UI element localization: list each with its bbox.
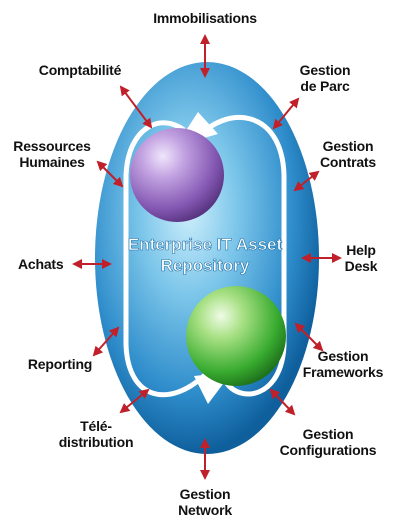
arrow-gestion-frameworks — [294, 322, 324, 352]
center-title-line2: Repository — [161, 256, 250, 275]
label-gestion-de-parc: Gestion de Parc — [299, 62, 351, 94]
arrow-gestion-de-parc — [272, 97, 300, 130]
green-sphere — [186, 286, 286, 386]
label-gestion-frameworks: Gestion Frameworks — [302, 348, 384, 380]
arrow-ressources-humaines — [96, 160, 124, 188]
label-ressources-humaines: Ressources Humaines — [13, 138, 91, 170]
arrow-gestion-configurations — [269, 388, 296, 416]
purple-sphere — [130, 128, 224, 222]
arrow-reporting — [92, 326, 120, 357]
label-reporting: Reporting — [27, 356, 93, 372]
label-comptabilite: Comptabilité — [38, 62, 122, 78]
label-help-desk: Help Desk — [344, 242, 378, 274]
label-immobilisations: Immobilisations — [153, 10, 257, 26]
arrow-gestion-contrats — [293, 170, 320, 192]
label-gestion-network: Gestion Network — [178, 486, 232, 518]
arrow-teledistribution — [119, 388, 150, 414]
label-gestion-contrats: Gestion Contrats — [320, 138, 376, 170]
center-title-line1: Enterprise IT Asset — [128, 235, 283, 254]
label-gestion-configurations: Gestion Configurations — [279, 426, 377, 458]
label-teledistribution: Télé- distribution — [58, 418, 134, 450]
arrow-comptabilite — [119, 85, 153, 129]
label-achats: Achats — [18, 256, 64, 272]
